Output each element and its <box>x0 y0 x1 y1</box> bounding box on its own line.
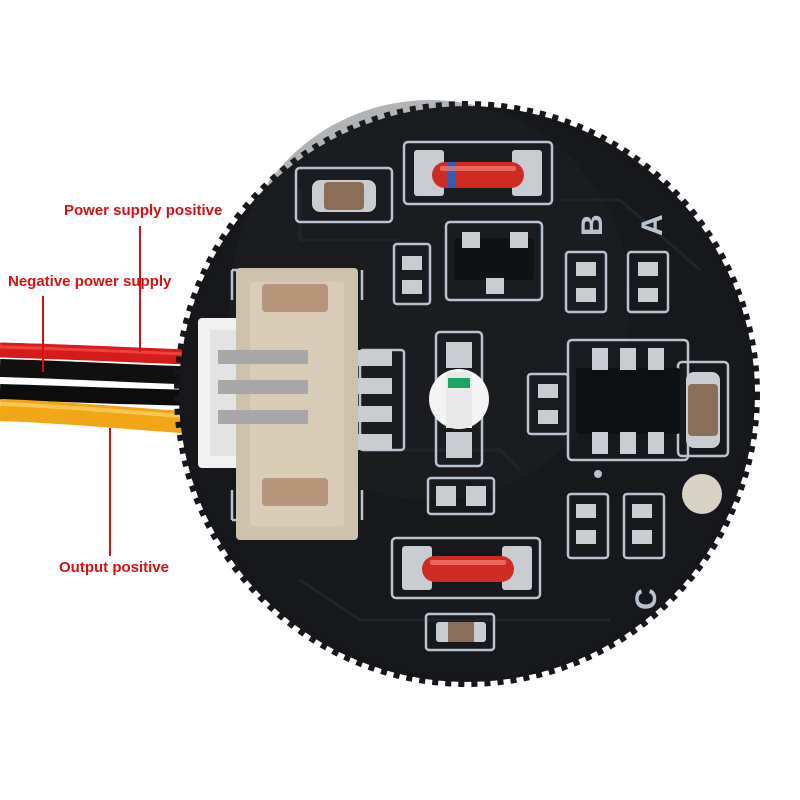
label-negative-power-supply: Negative power supply <box>8 273 172 290</box>
label-power-supply-positive: Power supply positive <box>64 202 223 219</box>
glass-diode-bottom <box>402 546 532 590</box>
glass-diode-top <box>414 150 542 196</box>
silkscreen-letters: B A C <box>576 214 669 610</box>
annotation-leaders <box>42 226 141 556</box>
pad-label-b: B <box>576 214 609 236</box>
smd-led <box>429 342 489 458</box>
smd-capacitor-top <box>312 180 376 212</box>
pad-label-c: C <box>630 588 663 610</box>
sot23-transistor <box>454 232 534 294</box>
pad-label-a: A <box>636 214 669 236</box>
sot23-6-ic <box>576 348 680 478</box>
pcb-traces <box>298 190 701 622</box>
smd-capacitor-right <box>686 372 720 448</box>
mounting-pad <box>682 474 722 514</box>
smd-pads <box>402 256 658 544</box>
label-output-positive: Output positive <box>59 559 169 576</box>
smd-capacitor-bottom <box>436 622 486 642</box>
jst-connector <box>198 268 392 540</box>
